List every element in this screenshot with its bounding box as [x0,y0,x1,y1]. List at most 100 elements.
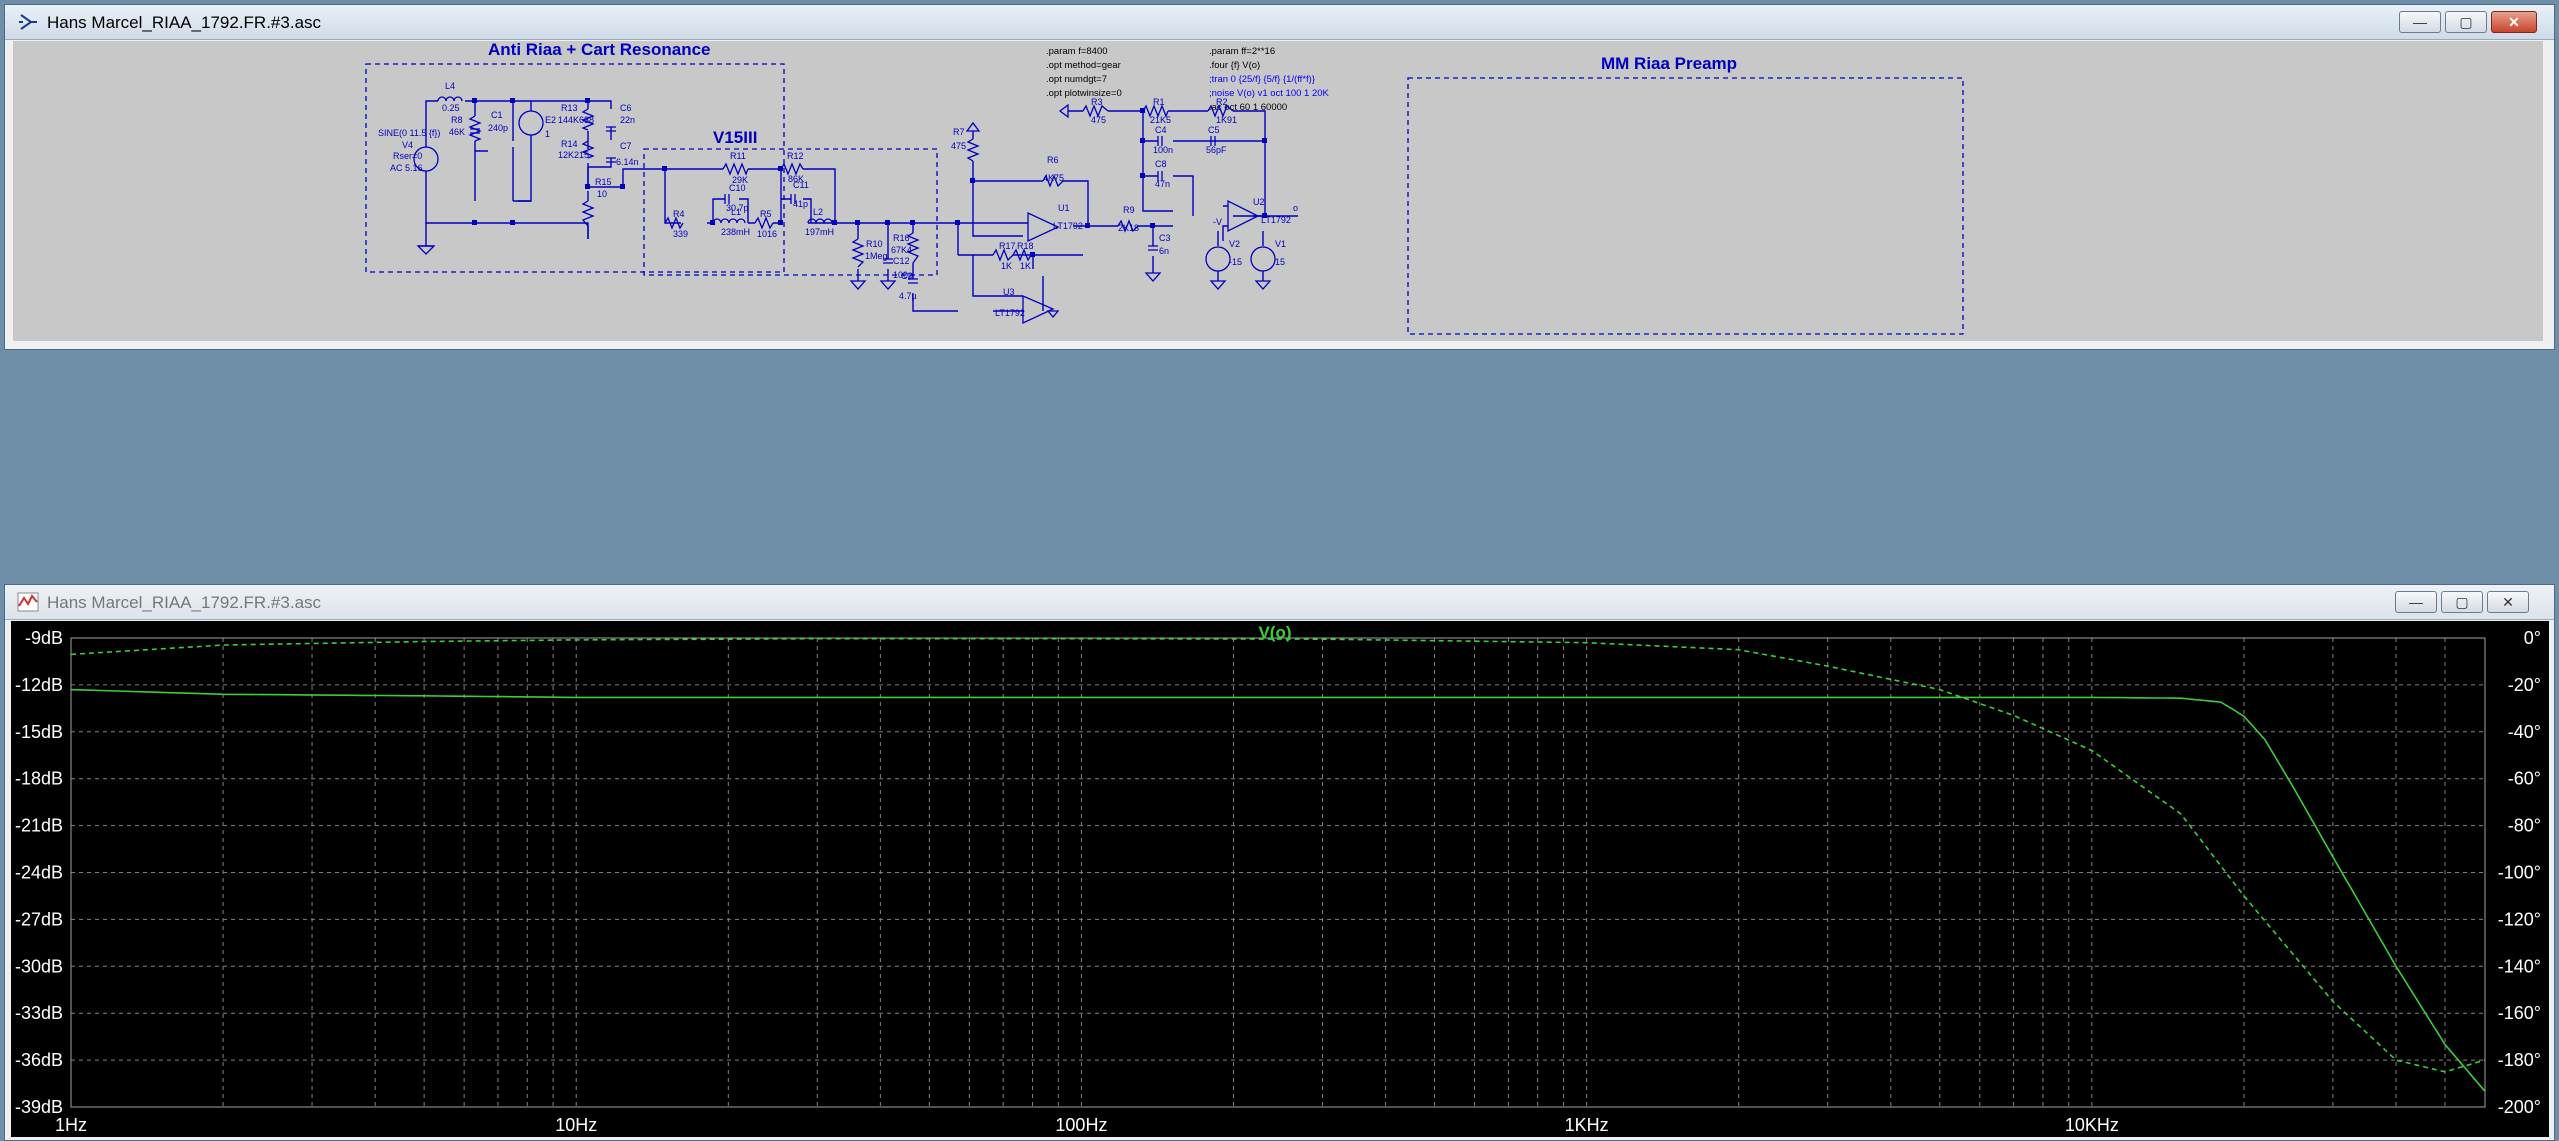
svg-text:C3: C3 [1159,233,1171,243]
svg-text:R1: R1 [1153,97,1165,107]
block-title-v15iii: V15III [713,128,757,147]
x-tick-label: 1KHz [1565,1115,1609,1135]
plot-maximize-button[interactable]: ▢ [2441,591,2483,613]
maximize-button[interactable]: ▢ [2445,11,2487,33]
y-tick-label-right: -140° [2498,956,2541,976]
svg-text:R5: R5 [760,209,772,219]
plot-frame [70,637,2486,1108]
svg-text:R8: R8 [451,115,463,125]
svg-text:C5: C5 [1208,125,1220,135]
y-tick-label-left: -27dB [15,909,63,929]
svg-text:1K: 1K [1020,261,1031,271]
svg-text:238mH: 238mH [721,227,750,237]
svg-text:1K: 1K [1001,261,1012,271]
x-tick-label: 10Hz [555,1115,597,1135]
svg-text:R11: R11 [730,151,746,161]
plot-window: Hans Marcel_RIAA_1792.FR.#3.asc — ▢ ✕ V(… [4,584,2555,1141]
schematic-titlebar[interactable]: Hans Marcel_RIAA_1792.FR.#3.asc — ▢ ✕ [5,5,2554,40]
component-labels: SINE(0 11.5 {f}) V4 Rser=0 AC 5.16 L4 0.… [378,81,1298,318]
svg-text:C12: C12 [893,256,910,266]
y-tick-label-left: -30dB [15,956,63,976]
plot-titlebar[interactable]: Hans Marcel_RIAA_1792.FR.#3.asc — ▢ ✕ [5,585,2554,620]
x-tick-label: 10KHz [2065,1115,2119,1135]
y-tick-label-right: -160° [2498,1003,2541,1023]
magnitude-trace [70,688,2486,1092]
schematic-title: Hans Marcel_RIAA_1792.FR.#3.asc [47,13,322,32]
svg-text:C10: C10 [729,183,746,193]
svg-text:-V: -V [1213,217,1222,227]
svg-text:;noise V(o) v1 oct 100 1 20K: ;noise V(o) v1 oct 100 1 20K [1209,88,1330,99]
ltspice-schematic-icon [19,14,37,30]
svg-text:L4: L4 [445,81,455,91]
svg-text:339: 339 [673,229,688,239]
svg-text:L1: L1 [731,207,741,217]
close-button[interactable]: ✕ [2491,11,2537,33]
y-tick-label-left: -36dB [15,1050,63,1070]
svg-text:U1: U1 [1058,203,1070,213]
y-tick-label-right: -20° [2508,675,2541,695]
x-tick-label: 1Hz [55,1115,87,1135]
phase-trace [70,637,2486,1073]
svg-text:C1: C1 [491,110,503,120]
y-tick-label-left: -21dB [15,816,63,836]
minimize-button[interactable]: — [2399,11,2441,33]
plot-minimize-button[interactable]: — [2395,591,2437,613]
y-tick-label-right: -200° [2498,1097,2541,1117]
trace-title[interactable]: V(o) [1258,623,1291,642]
y-tick-label-left: -24dB [15,863,63,883]
svg-text:R16: R16 [893,233,910,243]
svg-text:SINE(0 11.5 {f}): SINE(0 11.5 {f}) [378,128,440,138]
svg-text:C4: C4 [1155,125,1167,135]
svg-text:144K638: 144K638 [558,115,594,125]
plot-area[interactable]: V(o) -9dB-12dB-15dB-18dB-21dB-24dB-27dB-… [11,621,2549,1137]
y-tick-label-left: -39dB [15,1097,63,1117]
svg-text:.opt method=gear: .opt method=gear [1046,60,1121,71]
svg-text:LT1792: LT1792 [1261,215,1291,225]
svg-text:6.14n: 6.14n [616,157,639,167]
plot-grid [70,637,2486,1108]
plot-traces [70,637,2486,1092]
svg-text:0.25: 0.25 [442,103,460,113]
svg-text:.param ff=2**16: .param ff=2**16 [1209,46,1275,57]
svg-text:Rser=0: Rser=0 [393,151,422,161]
svg-text:4.7µ: 4.7µ [899,291,917,301]
junction-dots [472,98,1267,257]
svg-text:47n: 47n [1155,179,1170,189]
svg-text:R17: R17 [999,241,1016,251]
svg-text:21K5: 21K5 [1150,115,1171,125]
svg-text:LT1792: LT1792 [995,308,1025,318]
svg-text:41p: 41p [793,199,808,209]
waveform-viewer-icon [17,592,39,612]
svg-text:.param f=8400: .param f=8400 [1046,46,1108,57]
svg-text:.opt numdgt=7: .opt numdgt=7 [1046,74,1107,85]
svg-text:.four {f} V(o): .four {f} V(o) [1209,60,1260,71]
svg-text:R9: R9 [1123,205,1135,215]
schematic-window: Hans Marcel_RIAA_1792.FR.#3.asc — ▢ ✕ An… [4,4,2555,350]
block-title-mm-riaa: MM Riaa Preamp [1601,54,1737,73]
svg-text:100p: 100p [893,270,913,280]
y-tick-label-right: -40° [2508,722,2541,742]
svg-text:C2: C2 [901,271,913,281]
svg-text:U2: U2 [1253,197,1265,207]
y-tick-label-left: -18dB [15,769,63,789]
svg-text:LT1792: LT1792 [1053,221,1083,231]
x-tick-label: 100Hz [1055,1115,1107,1135]
svg-text:67K4: 67K4 [891,245,912,255]
svg-text:C7: C7 [620,141,632,151]
svg-text:o: o [1293,203,1298,213]
schematic-canvas[interactable]: Anti Riaa + Cart Resonance V15III MM Ria… [13,41,2543,341]
y-tick-label-right: -80° [2508,816,2541,836]
svg-text:R14: R14 [561,139,578,149]
svg-text:R15: R15 [595,177,612,187]
svg-text:C8: C8 [1155,159,1167,169]
svg-text:15: 15 [1275,257,1285,267]
y-tick-label-left: -15dB [15,722,63,742]
svg-text:475: 475 [951,141,966,151]
plot-close-button[interactable]: ✕ [2487,591,2529,613]
block-title-anti-riaa: Anti Riaa + Cart Resonance [488,41,711,59]
svg-text:30.7p: 30.7p [726,203,749,213]
svg-text:1Meg: 1Meg [865,251,888,261]
svg-text:.ac oct 60 1 60000: .ac oct 60 1 60000 [1209,102,1287,113]
y-tick-label-right: -120° [2498,909,2541,929]
y-tick-label-right: -100° [2498,863,2541,883]
